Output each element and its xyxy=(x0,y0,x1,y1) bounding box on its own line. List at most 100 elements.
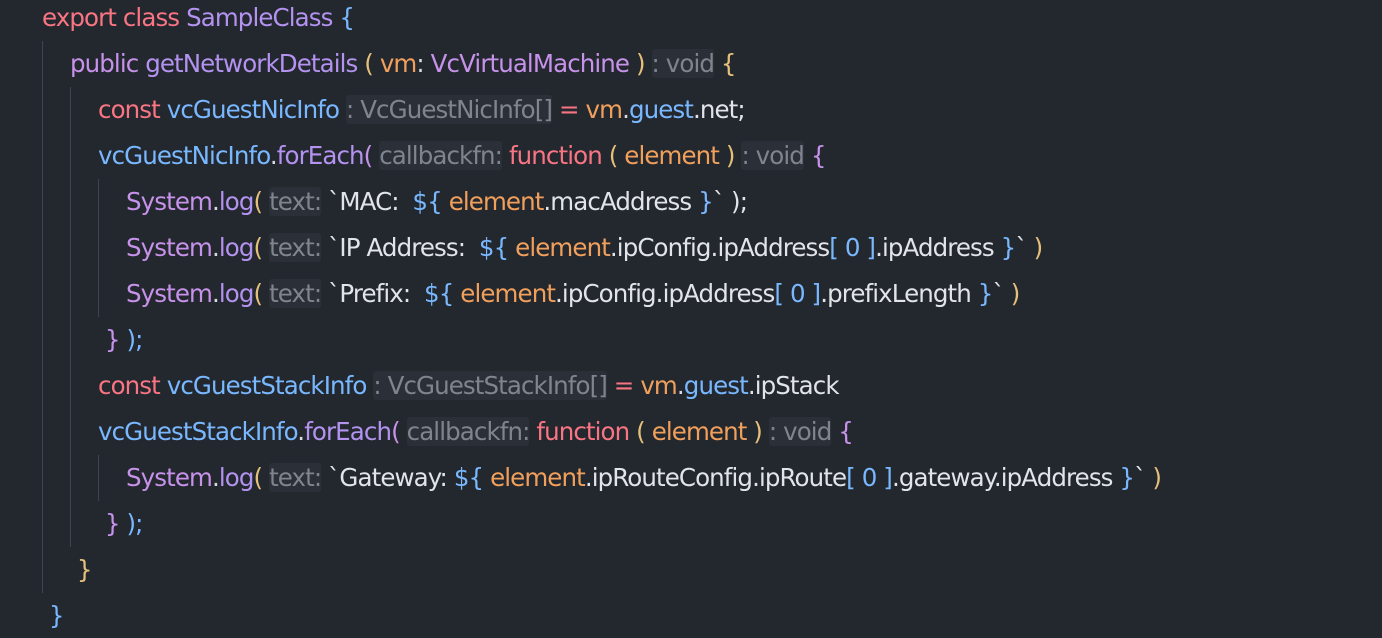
code-token: `Gateway: xyxy=(321,463,454,492)
code-token: System xyxy=(126,187,213,216)
code-token: . xyxy=(676,371,685,400)
indent-guide xyxy=(70,317,71,363)
code-line[interactable]: const vcGuestStackInfo : VcGuestStackInf… xyxy=(98,363,840,409)
code-token: ( xyxy=(253,279,270,308)
code-token xyxy=(502,141,509,170)
code-line[interactable]: System.log( text: `Gateway: ${ element.i… xyxy=(126,455,1162,501)
code-token: .ipStack xyxy=(747,371,840,400)
indent-guide xyxy=(70,87,71,133)
code-token: vm xyxy=(640,371,677,400)
inlay-hint: callbackfn: xyxy=(379,141,503,170)
code-token: element xyxy=(624,141,720,170)
code-token: log xyxy=(218,463,255,492)
code-line[interactable]: vcGuestNicInfo.forEach( callbackfn: func… xyxy=(98,133,826,179)
code-token: } xyxy=(70,555,93,584)
indent-guide xyxy=(42,271,43,317)
code-token: } xyxy=(98,325,121,354)
code-token: vcGuestStackInfo xyxy=(166,371,368,400)
code-token: ); xyxy=(119,325,143,354)
code-token: ( xyxy=(253,463,270,492)
indent-guide xyxy=(70,133,71,179)
code-token: ` xyxy=(1015,233,1034,262)
code-token: ${ xyxy=(412,187,449,216)
indent-guide xyxy=(98,225,99,271)
inlay-hint: text: xyxy=(269,187,322,216)
code-line[interactable]: System.log( text: `IP Address: ${ elemen… xyxy=(126,225,1044,271)
code-line[interactable]: const vcGuestNicInfo : VcGuestNicInfo[] … xyxy=(98,87,746,133)
indent-guide xyxy=(70,225,71,271)
code-token: .macAddress xyxy=(543,187,692,216)
code-token: getNetworkDetails xyxy=(145,49,358,78)
inlay-hint: : void xyxy=(768,417,832,446)
indent-guide xyxy=(42,547,43,593)
code-line[interactable]: } xyxy=(42,593,65,638)
code-token: } xyxy=(691,187,714,216)
code-token: element xyxy=(460,279,556,308)
indent-guide xyxy=(98,179,99,225)
code-token: .ipAddress xyxy=(875,233,995,262)
code-line[interactable]: System.log( text: `Prefix: ${ element.ip… xyxy=(126,271,1020,317)
code-token: `IP Address: xyxy=(321,233,479,262)
code-token: ${ xyxy=(478,233,516,262)
code-token: ( xyxy=(629,417,652,446)
code-token: } xyxy=(98,509,121,538)
inlay-hint: callbackfn: xyxy=(406,417,530,446)
code-token: ` ); xyxy=(712,187,748,216)
inlay-hint: : VcGuestNicInfo[] xyxy=(345,95,553,124)
code-token: element xyxy=(515,233,611,262)
indent-guide xyxy=(42,363,43,409)
code-line[interactable]: } xyxy=(70,547,93,593)
inlay-hint: : void xyxy=(651,49,715,78)
code-token: [ 0 ] xyxy=(774,279,821,308)
indent-guide xyxy=(42,317,43,363)
code-token: ) xyxy=(629,49,652,78)
code-token: log xyxy=(218,279,255,308)
indent-guide xyxy=(42,87,43,133)
code-token: vcGuestNicInfo xyxy=(166,95,340,124)
indent-guide xyxy=(70,409,71,455)
code-token: System xyxy=(126,463,213,492)
code-line[interactable]: public getNetworkDetails ( vm: VcVirtual… xyxy=(70,41,737,87)
code-token: { xyxy=(831,417,854,446)
code-token: . xyxy=(297,417,305,446)
code-token: } xyxy=(970,279,994,308)
code-token: . xyxy=(622,95,630,124)
indent-guide xyxy=(98,271,99,317)
inlay-hint: text: xyxy=(269,279,322,308)
indent-guide xyxy=(42,455,43,501)
code-token: ( xyxy=(253,187,270,216)
code-token: . xyxy=(211,187,220,216)
code-token: function xyxy=(508,141,603,170)
code-token: const xyxy=(98,95,167,124)
code-line[interactable]: vcGuestStackInfo.forEach( callbackfn: fu… xyxy=(98,409,854,455)
indent-guide xyxy=(70,271,71,317)
code-token: .ipConfig.ipAddress xyxy=(609,233,830,262)
indent-guide xyxy=(42,225,43,271)
code-line[interactable]: System.log( text: `MAC: ${ element.macAd… xyxy=(126,179,748,225)
code-token: ( xyxy=(391,417,407,446)
code-token: . xyxy=(269,141,278,170)
code-token xyxy=(339,95,346,124)
code-token: { xyxy=(803,141,827,170)
indent-guide xyxy=(70,501,71,547)
code-token: guest xyxy=(683,371,749,400)
code-line[interactable]: } ); xyxy=(98,317,144,363)
code-token: SampleClass xyxy=(186,3,333,32)
code-token: vm xyxy=(585,95,623,124)
code-token: function xyxy=(536,417,630,446)
code-token: .prefixLength xyxy=(820,279,972,308)
code-token: { xyxy=(714,49,737,78)
code-token: forEach xyxy=(276,141,365,170)
code-line[interactable]: export class SampleClass { xyxy=(42,0,355,41)
code-token: ( xyxy=(601,141,625,170)
code-token: ` xyxy=(992,279,1011,308)
inlay-hint: : void xyxy=(741,141,805,170)
indent-guide xyxy=(70,179,71,225)
code-token: .net; xyxy=(692,95,746,124)
code-token: ( xyxy=(363,141,380,170)
code-token: `MAC: xyxy=(321,187,413,216)
code-token: VcVirtualMachine xyxy=(430,49,630,78)
code-line[interactable]: } ); xyxy=(98,501,144,547)
code-token: ) xyxy=(1033,233,1044,262)
